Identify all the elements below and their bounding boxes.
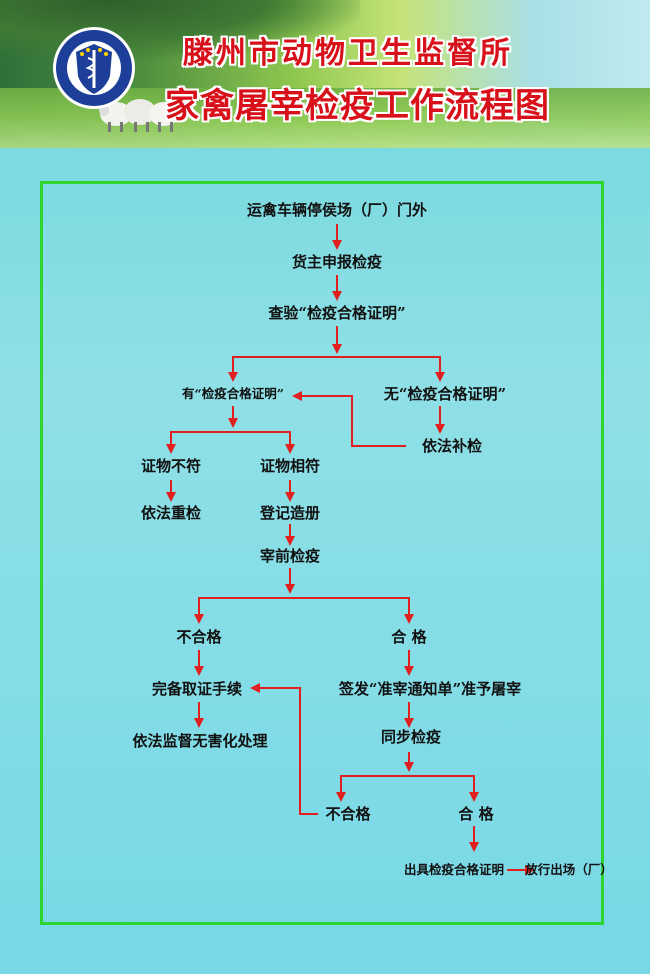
node-supplementary-inspection: 依法补检 bbox=[421, 437, 483, 455]
branch-n4l bbox=[170, 431, 295, 454]
node-fail-2: 不合格 bbox=[325, 805, 371, 823]
branch-n3 bbox=[232, 356, 445, 382]
node-vehicle-waiting: 运禽车辆停侯场（厂）门外 bbox=[246, 201, 428, 219]
node-has-certificate: 有“检疫合格证明” bbox=[182, 386, 284, 401]
flowchart-frame bbox=[40, 181, 604, 925]
node-synchronous-inspection: 同步检疫 bbox=[380, 728, 442, 746]
branch-n10r bbox=[340, 775, 479, 802]
node-check-certificate: 查验“检疫合格证明” bbox=[268, 304, 406, 322]
node-fail-1: 不合格 bbox=[176, 628, 222, 646]
node-mismatch: 证物不符 bbox=[140, 457, 202, 475]
node-pass-1: 合 格 bbox=[391, 628, 427, 646]
node-owner-declares: 货主申报检疫 bbox=[291, 253, 383, 271]
arrow-n11l-n9l bbox=[250, 683, 318, 815]
node-issue-certificate: 出具检疫合格证明 bbox=[403, 862, 505, 877]
title-institution: 滕州市动物卫生监督所 bbox=[183, 36, 513, 71]
arrow-n5r-n4l bbox=[292, 391, 406, 447]
branch-n7 bbox=[198, 597, 414, 624]
inspection-logo bbox=[53, 27, 135, 109]
node-pass-2: 合 格 bbox=[458, 805, 494, 823]
node-pre-slaughter-inspection: 宰前检疫 bbox=[259, 547, 321, 565]
header-banner: 滕州市动物卫生监督所 家禽屠宰检疫工作流程图 bbox=[0, 0, 650, 148]
node-register: 登记造册 bbox=[259, 504, 321, 522]
node-reinspect: 依法重检 bbox=[140, 504, 202, 522]
node-harmless-disposal: 依法监督无害化处理 bbox=[132, 732, 268, 750]
node-release: 放行出场（厂） bbox=[525, 862, 613, 877]
node-evidence-procedures: 完备取证手续 bbox=[151, 680, 243, 698]
sheep-illustration bbox=[99, 99, 179, 132]
node-match: 证物相符 bbox=[259, 457, 321, 475]
node-issue-slaughter-notice: 签发“准宰通知单”准予屠宰 bbox=[338, 680, 522, 698]
node-no-certificate: 无“检疫合格证明” bbox=[383, 385, 507, 403]
title-flowchart: 家禽屠宰检疫工作流程图 bbox=[165, 86, 550, 126]
